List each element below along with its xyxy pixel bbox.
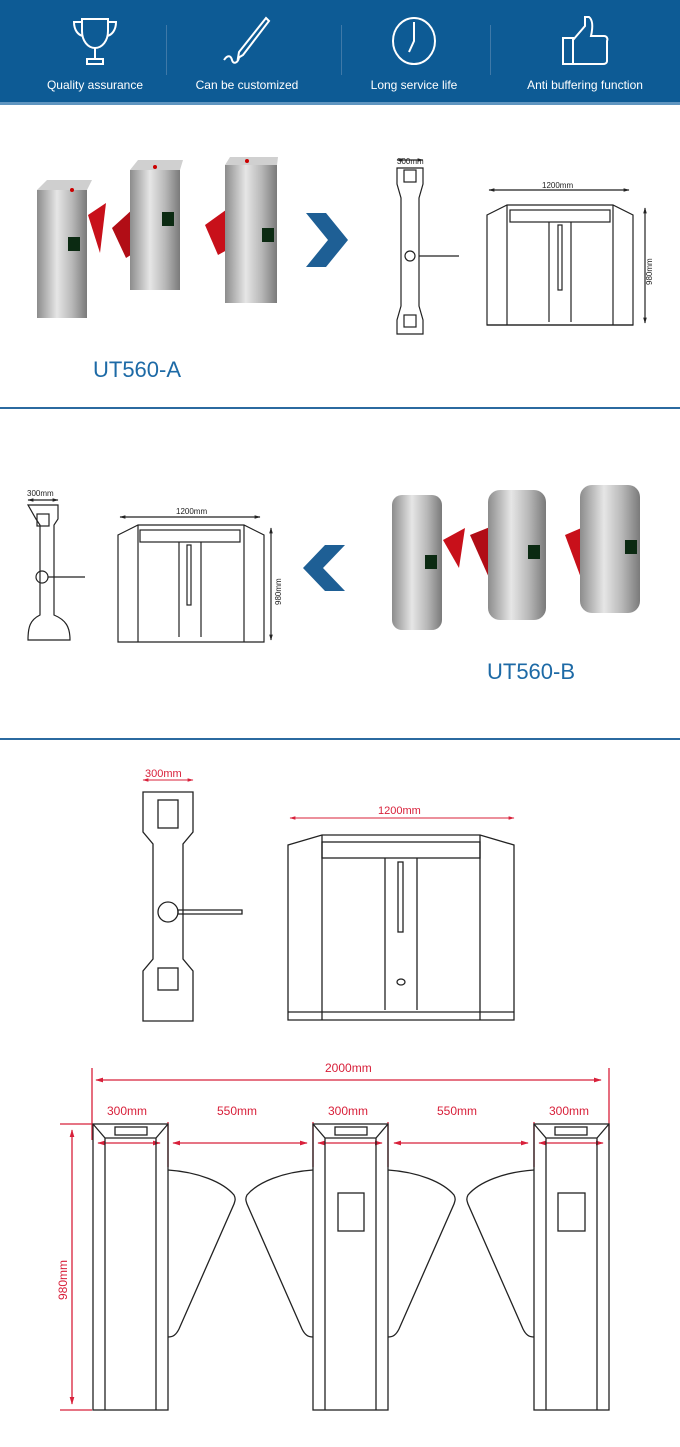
- chevron-right-icon: [306, 213, 348, 267]
- post-2: [312, 1123, 389, 1411]
- ut560-a-side-drawing: [396, 158, 459, 335]
- feature-label: Long service life: [370, 78, 458, 92]
- feature-customized: Can be customized: [162, 0, 332, 105]
- feature-label: Quality assurance: [46, 78, 144, 92]
- dim-label: 550mm: [217, 1104, 257, 1118]
- dim-label: 1200mm: [378, 805, 421, 817]
- feature-quality: Quality assurance: [10, 0, 180, 105]
- model-label-a: UT560-A: [93, 357, 182, 382]
- dim-label: 1200mm: [542, 181, 573, 190]
- front-drawing-large: [287, 834, 515, 1021]
- feature-banner: Quality assurance Can be customized Long…: [0, 0, 680, 105]
- ut560-a-front-drawing: [486, 188, 647, 326]
- feature-label: Anti buffering function: [527, 78, 643, 92]
- wing: [167, 1169, 236, 1338]
- dim-label-height: 980mm: [56, 1260, 70, 1300]
- dim-label: 550mm: [437, 1104, 477, 1118]
- dim-label: 1200mm: [176, 507, 207, 516]
- pen-icon: [223, 16, 271, 64]
- side-drawing-large: [142, 791, 243, 1022]
- model-label-b: UT560-B: [487, 659, 576, 684]
- layout-dimensions: [60, 1068, 610, 1411]
- ut560-b-photo: [392, 485, 640, 630]
- section-divider: [0, 738, 680, 740]
- clock-icon: [392, 17, 436, 65]
- trophy-icon: [72, 18, 118, 65]
- post-1: [92, 1123, 169, 1411]
- dim-label: 300mm: [27, 489, 54, 498]
- post-3: [533, 1123, 610, 1411]
- feature-label: Can be customized: [195, 78, 299, 92]
- feature-service-life: Long service life: [329, 0, 499, 105]
- thumbs-up-icon: [562, 16, 609, 65]
- wing: [245, 1169, 314, 1338]
- dim-label: 980mm: [274, 578, 283, 605]
- dim-label: 300mm: [549, 1104, 589, 1118]
- layout-posts: [92, 1123, 610, 1411]
- ut560-a-photo: [37, 157, 278, 318]
- feature-anti-buffering: Anti buffering function: [500, 0, 670, 105]
- dim-label: 300mm: [107, 1104, 147, 1118]
- wing: [466, 1169, 535, 1338]
- chevron-left-icon: [303, 545, 345, 591]
- ut560-b-front-drawing: [117, 515, 273, 643]
- section-divider: [0, 407, 680, 409]
- ut560-b-side-drawing: [26, 498, 85, 641]
- dim-label: 300mm: [145, 768, 182, 780]
- dim-label: 300mm: [328, 1104, 368, 1118]
- dim-label-total: 2000mm: [325, 1061, 372, 1075]
- dim-label: 980mm: [645, 258, 654, 285]
- dim-label: 300mm: [397, 157, 424, 166]
- wing: [387, 1169, 456, 1338]
